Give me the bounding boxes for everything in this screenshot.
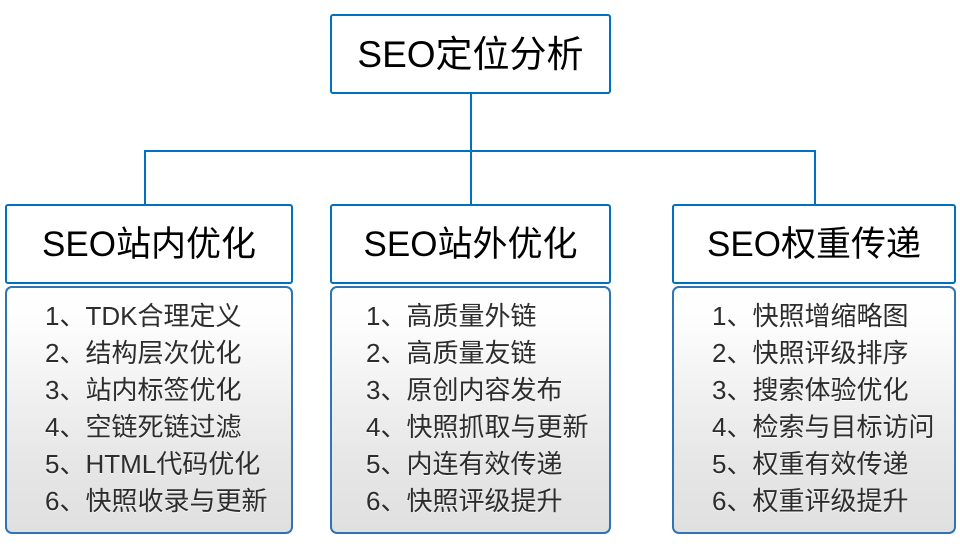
- list-item: 5、权重有效传递: [712, 449, 909, 479]
- branch-3-title: SEO权重传递: [707, 224, 921, 264]
- root-node-title: SEO定位分析: [357, 33, 584, 75]
- branch-2-header[interactable]: SEO站外优化: [330, 204, 611, 284]
- list-item: 6、快照评级提升: [366, 486, 563, 516]
- list-item: 1、高质量外链: [366, 301, 537, 331]
- list-item: 5、HTML代码优化: [45, 449, 261, 479]
- list-item: 1、快照增缩略图: [712, 301, 909, 331]
- connector-branch-3-drop: [814, 150, 816, 205]
- connector-branch-1-drop: [144, 150, 146, 205]
- root-node[interactable]: SEO定位分析: [330, 14, 611, 94]
- list-item: 6、快照收录与更新: [45, 486, 268, 516]
- list-item: 2、结构层次优化: [45, 338, 242, 368]
- connector-branch-2-drop: [470, 150, 472, 205]
- list-item: 6、权重评级提升: [712, 486, 909, 516]
- branch-1-list: 1、TDK合理定义 2、结构层次优化 3、站内标签优化 4、空链死链过滤 5、H…: [5, 286, 293, 534]
- branch-3-header[interactable]: SEO权重传递: [672, 204, 956, 284]
- list-item: 4、空链死链过滤: [45, 412, 242, 442]
- list-item: 5、内连有效传递: [366, 449, 563, 479]
- branch-1-header[interactable]: SEO站内优化: [5, 204, 293, 284]
- branch-column-2: SEO站外优化 1、高质量外链 2、高质量友链 3、原创内容发布 4、快照抓取与…: [330, 204, 611, 534]
- list-item: 3、站内标签优化: [45, 375, 242, 405]
- list-item: 2、快照评级排序: [712, 338, 909, 368]
- connector-horizontal-bus: [144, 150, 816, 152]
- connector-root-stem: [470, 94, 472, 152]
- list-item: 1、TDK合理定义: [45, 301, 242, 331]
- branch-2-title: SEO站外优化: [363, 224, 578, 264]
- list-item: 2、高质量友链: [366, 338, 537, 368]
- list-item: 4、快照抓取与更新: [366, 412, 589, 442]
- branch-column-1: SEO站内优化 1、TDK合理定义 2、结构层次优化 3、站内标签优化 4、空链…: [5, 204, 293, 534]
- list-item: 3、原创内容发布: [366, 375, 563, 405]
- list-item: 3、搜索体验优化: [712, 375, 909, 405]
- list-item: 4、检索与目标访问: [712, 412, 935, 442]
- branch-1-title: SEO站内优化: [42, 224, 256, 264]
- branch-3-list: 1、快照增缩略图 2、快照评级排序 3、搜索体验优化 4、检索与目标访问 5、权…: [672, 286, 956, 534]
- branch-column-3: SEO权重传递 1、快照增缩略图 2、快照评级排序 3、搜索体验优化 4、检索与…: [672, 204, 956, 534]
- branch-2-list: 1、高质量外链 2、高质量友链 3、原创内容发布 4、快照抓取与更新 5、内连有…: [330, 286, 611, 534]
